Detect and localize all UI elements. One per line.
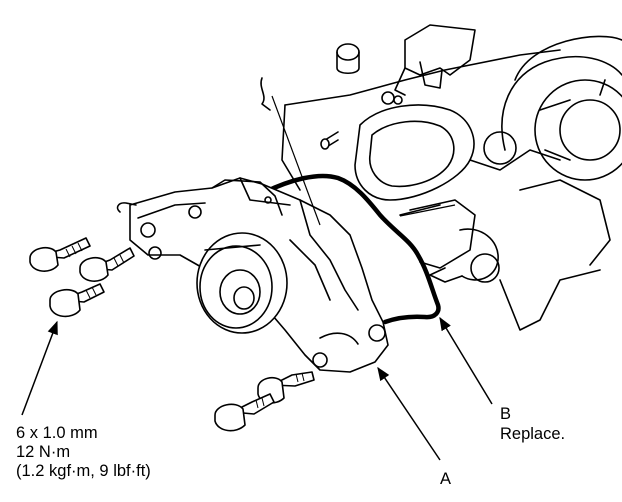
bolt-spec-torque-alt: (1.2 kgf·m, 9 lbf·ft)	[16, 462, 151, 480]
bolt-left-1	[29, 237, 91, 272]
leader-a	[377, 366, 441, 461]
gasket-b	[262, 173, 441, 325]
timing-gear	[483, 35, 622, 181]
leader-b	[439, 316, 493, 405]
bolt-left-3	[49, 283, 105, 318]
water-pump-a	[116, 177, 389, 373]
bolt-spec-leader	[21, 320, 58, 416]
bolt-spec-torque-nm: 12 N·m	[16, 443, 71, 461]
diagram-line	[399, 204, 456, 217]
callout-b-label: B	[500, 405, 512, 423]
engine-block	[260, 24, 611, 331]
callout-b-note: Replace.	[500, 425, 566, 443]
callout-a-label: A	[440, 470, 452, 488]
bolt-lower-2	[214, 393, 275, 432]
bolt-spec-size: 6 x 1.0 mm	[16, 424, 98, 442]
bolt-left-2	[79, 247, 135, 282]
diagram-line	[271, 95, 321, 226]
